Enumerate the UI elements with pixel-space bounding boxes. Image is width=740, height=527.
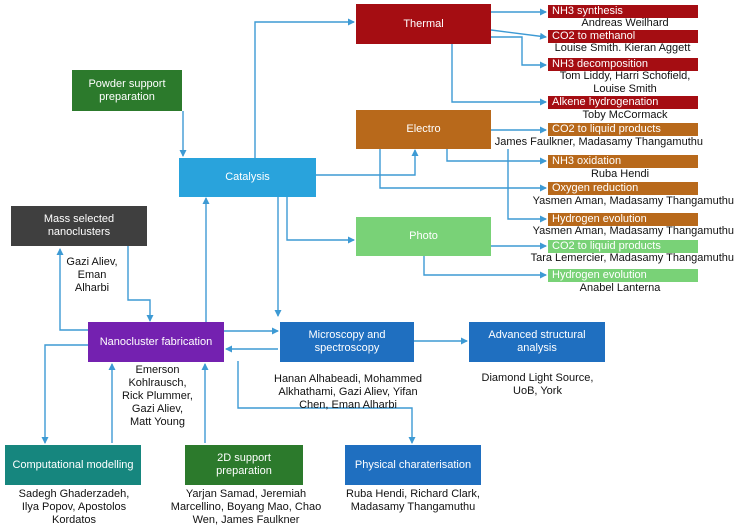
people-microscopy: Hanan Alhabeadi, Mohammed Alkhathami, Ga… (274, 373, 422, 411)
people-support-2d: Yarjan Samad, Jeremiah Marcellino, Boyan… (170, 488, 322, 526)
people-electro-co2-liquid: James Faulkner, Madasamy Thangamuthu (494, 136, 703, 148)
arrow-fabrication-to-mass (56, 248, 88, 331)
nanocluster-fabrication-node: Nanocluster fabrication (88, 322, 224, 362)
photo-node: Photo (356, 217, 491, 256)
people-photo-hydrogen: Anabel Lanterna (579, 282, 661, 294)
people-nanocluster-fabrication: Emerson Kohlrausch, Rick Plummer, Gazi A… (122, 364, 193, 428)
microscopy-node: Microscopy and spectroscopy (280, 322, 414, 362)
topic-alkene-hydrogenation: Alkene hydrogenation (548, 96, 698, 109)
people-oxygen-reduction: Yasmen Aman, Madasamy Thangamuthu (532, 195, 734, 207)
arrow-mass-to-fabrication (127, 246, 154, 322)
physical-node: Physical charaterisation (345, 445, 481, 485)
arrow-catalysis-photo (286, 197, 355, 244)
people-nh3-oxidation: Ruba Hendi (590, 168, 650, 180)
people-co2-methanol: Louise Smith. Kieran Aggett (554, 42, 691, 54)
mass-selected-node: Mass selected nanoclusters (11, 206, 147, 246)
people-photo-co2-liquid: Tara Lemercier, Madasamy Thangamuthu (530, 252, 734, 264)
people-computational: Sadegh Ghaderzadeh, Ilya Popov, Apostolo… (18, 488, 130, 526)
people-mass-selected: Gazi Aliev, Eman Alharbi (66, 256, 118, 294)
topic-photo-hydrogen: Hydrogen evolution (548, 269, 698, 282)
catalysis-node: Catalysis (179, 158, 316, 197)
people-nh3-synthesis: Andreas Weilhard (581, 17, 669, 29)
arrow-electro-hydrogen (507, 149, 547, 223)
topic-electro-co2-liquid: CO2 to liquid products (548, 123, 698, 136)
arrow-photo-hydrogen (423, 256, 547, 279)
thermal-node: Thermal (356, 4, 491, 44)
topic-electro-hydrogen: Hydrogen evolution (548, 213, 698, 226)
advanced-analysis-node: Advanced structural analysis (469, 322, 605, 362)
arrow-fabrication-computational (41, 344, 88, 444)
arrow-thermal-nh3-decomposition (491, 36, 547, 69)
people-electro-hydrogen: Yasmen Aman, Madasamy Thangamuthu (532, 225, 734, 237)
arrow-catalysis-thermal (254, 18, 355, 158)
arrow-thermal-co2-methanol (490, 29, 547, 40)
electro-node: Electro (356, 110, 491, 149)
arrow-thermal-alkene (451, 44, 547, 106)
topic-nh3-synthesis: NH3 synthesis (548, 5, 698, 18)
topic-nh3-decomposition: NH3 decomposition (548, 58, 698, 71)
topic-oxygen-reduction: Oxygen reduction (548, 182, 698, 195)
topic-photo-co2-liquid: CO2 to liquid products (548, 240, 698, 253)
computational-node: Computational modelling (5, 445, 141, 485)
arrow-catalysis-electro (316, 149, 419, 176)
arrow-fabrication-physical (237, 361, 416, 444)
topic-co2-methanol: CO2 to methanol (548, 30, 698, 43)
arrow-electro-oxygen (379, 149, 547, 192)
people-alkene-hydrogenation: Toby McCormack (582, 109, 668, 121)
people-physical: Ruba Hendi, Richard Clark, Madasamy Than… (346, 488, 480, 513)
topic-nh3-oxidation: NH3 oxidation (548, 155, 698, 168)
people-nh3-decomposition: Tom Liddy, Harri Schofield, Louise Smith (559, 70, 691, 95)
arrow-electro-nh3-oxidation (446, 149, 547, 165)
people-advanced-analysis: Diamond Light Source, UoB, York (481, 372, 594, 397)
support-2d-node: 2D support preparation (185, 445, 303, 485)
powder-support-node: Powder support preparation (72, 70, 182, 111)
